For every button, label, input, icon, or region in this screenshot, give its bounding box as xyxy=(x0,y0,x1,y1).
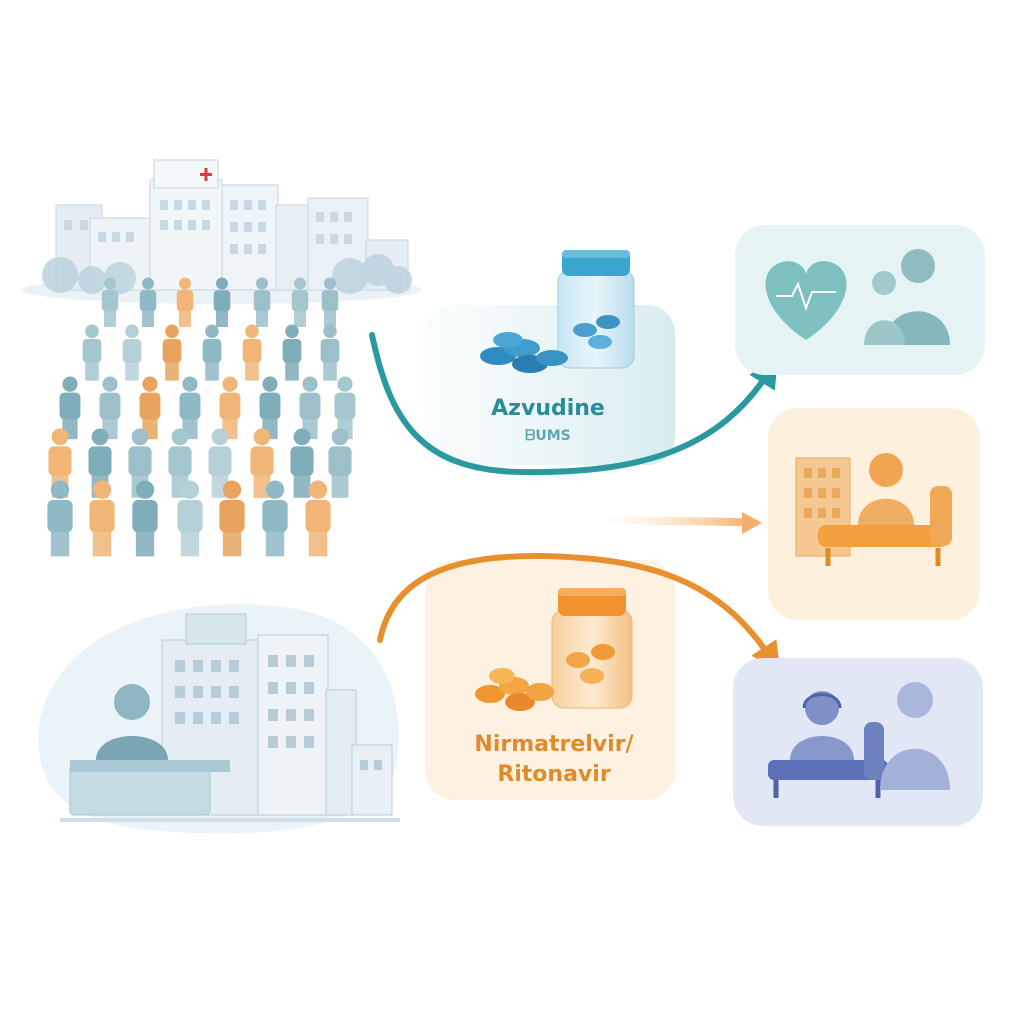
person-figure xyxy=(305,480,331,557)
nirmatrelvir-label: Nirmatrelvir/ Ritonavir xyxy=(438,730,670,790)
person-figure xyxy=(290,428,314,498)
person-figure xyxy=(328,428,352,498)
person-figure xyxy=(162,324,182,381)
person-figure xyxy=(262,480,288,557)
person-figure xyxy=(168,428,192,498)
person-figure xyxy=(82,324,102,381)
nirmatrelvir-tablets-icon xyxy=(475,668,554,711)
person-figure xyxy=(282,324,302,381)
family-icon xyxy=(864,249,950,345)
person-figure xyxy=(59,376,81,440)
person-figure xyxy=(250,428,274,498)
person-figure xyxy=(177,480,203,557)
person-figure xyxy=(179,376,201,440)
hospital-building-icon xyxy=(795,457,851,557)
hospital-complex-top xyxy=(22,159,422,304)
nirmatrelvir-label-line1: Nirmatrelvir/ xyxy=(474,732,634,757)
trees xyxy=(42,254,412,294)
nirmatrelvir-panel xyxy=(425,560,675,800)
person-figure xyxy=(139,277,157,327)
person-figure xyxy=(299,376,321,440)
person-figure xyxy=(219,480,245,557)
nirmatrelvir-label-line2: Ritonavir xyxy=(497,762,611,787)
person-figure xyxy=(213,277,231,327)
person-figure xyxy=(291,277,309,327)
azvudine-label: Azvudine xyxy=(491,396,605,421)
arrow-nirmatrelvir-to-severe xyxy=(377,552,781,673)
azvudine-sublabel: ᗷUMS xyxy=(525,428,571,444)
person-figure xyxy=(321,277,339,327)
person-figure xyxy=(122,324,142,381)
person-figure xyxy=(99,376,121,440)
outcome-recovery-panel xyxy=(735,225,985,375)
hospital-with-doctor xyxy=(38,604,400,834)
red-cross-icon xyxy=(200,168,212,181)
azvudine-bottle-icon xyxy=(557,250,635,369)
hospital-bed-patient-icon xyxy=(818,453,952,566)
nirmatrelvir-bottle-icon xyxy=(551,588,633,709)
caregiver-icon xyxy=(880,682,950,790)
person-figure xyxy=(47,480,73,557)
azvudine-panel xyxy=(425,250,675,465)
person-figure xyxy=(101,277,119,327)
person-figure xyxy=(202,324,222,381)
azvudine-tablets-icon xyxy=(480,332,568,373)
outcome-severe-panel xyxy=(733,658,983,826)
person-figure xyxy=(253,277,271,327)
person-figure xyxy=(320,324,340,381)
person-figure xyxy=(242,324,262,381)
person-figure xyxy=(176,277,194,327)
person-figure xyxy=(208,428,232,498)
flow-arrows xyxy=(369,332,781,673)
person-figure xyxy=(89,480,115,557)
icu-patient-icon xyxy=(768,691,888,798)
outcome-hospitalized-panel xyxy=(768,408,980,620)
patient-crowd xyxy=(47,277,356,557)
heart-monitor-icon xyxy=(765,261,847,340)
person-figure xyxy=(132,480,158,557)
arrow-azvudine-to-recovery xyxy=(369,332,778,476)
arrow-to-hospitalized xyxy=(596,516,744,526)
